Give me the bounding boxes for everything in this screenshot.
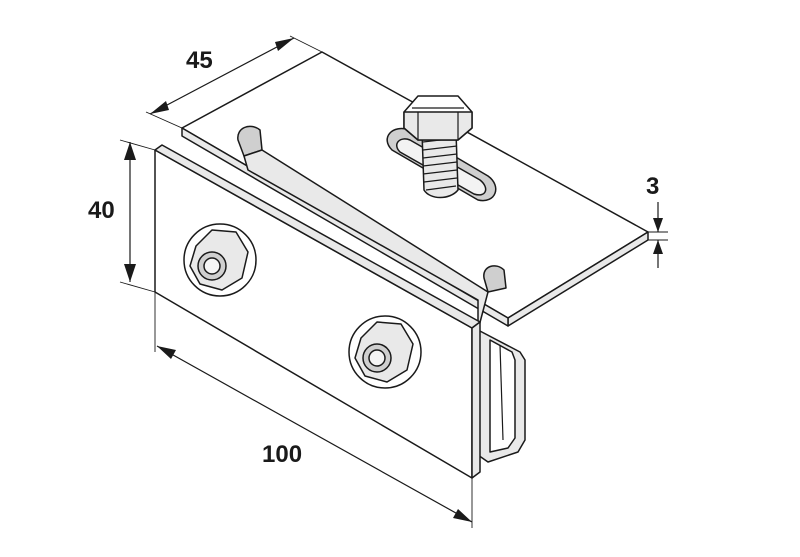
dimension-width: 45 xyxy=(145,35,323,129)
dimension-length: 100 xyxy=(154,292,473,528)
thickness-label: 3 xyxy=(646,173,659,200)
dimension-height: 40 xyxy=(88,139,156,293)
height-label: 40 xyxy=(88,197,115,224)
flange-slot-left xyxy=(237,125,263,157)
length-label: 100 xyxy=(262,441,302,468)
nut-right xyxy=(348,315,422,389)
u-channel xyxy=(477,329,526,463)
flange-slot-right xyxy=(483,265,507,293)
nut-left xyxy=(183,223,257,297)
dimension-thickness: 3 xyxy=(646,173,668,268)
top-bolt xyxy=(403,95,473,199)
width-label: 45 xyxy=(186,47,213,74)
